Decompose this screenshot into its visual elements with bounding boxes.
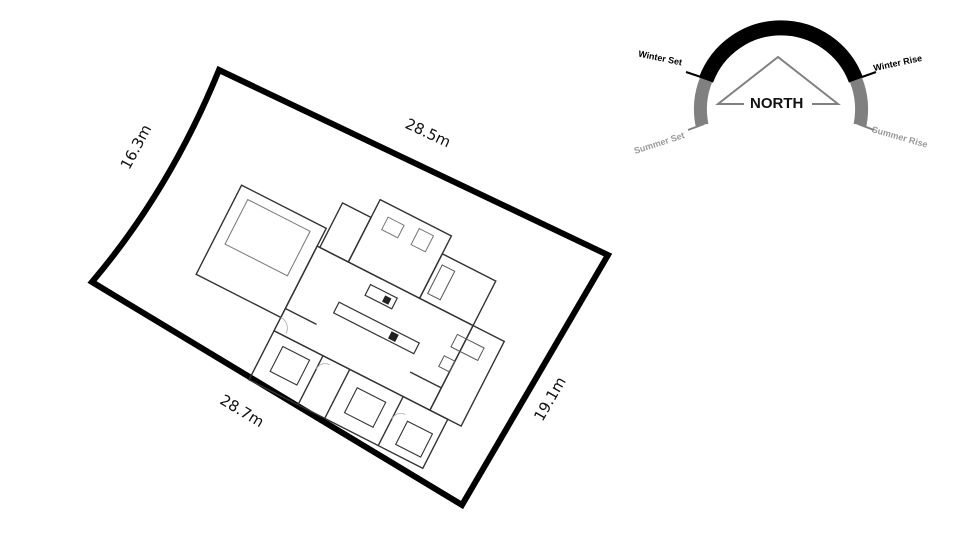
winter-arc xyxy=(698,20,864,83)
house-floor-plan xyxy=(195,184,506,470)
north-arrow-icon xyxy=(715,55,841,105)
summer-arc-right xyxy=(849,77,869,127)
north-label: NORTH xyxy=(750,95,804,112)
sun-compass xyxy=(685,20,877,131)
site-boundary xyxy=(87,65,613,510)
summer-arc-left xyxy=(693,77,713,127)
